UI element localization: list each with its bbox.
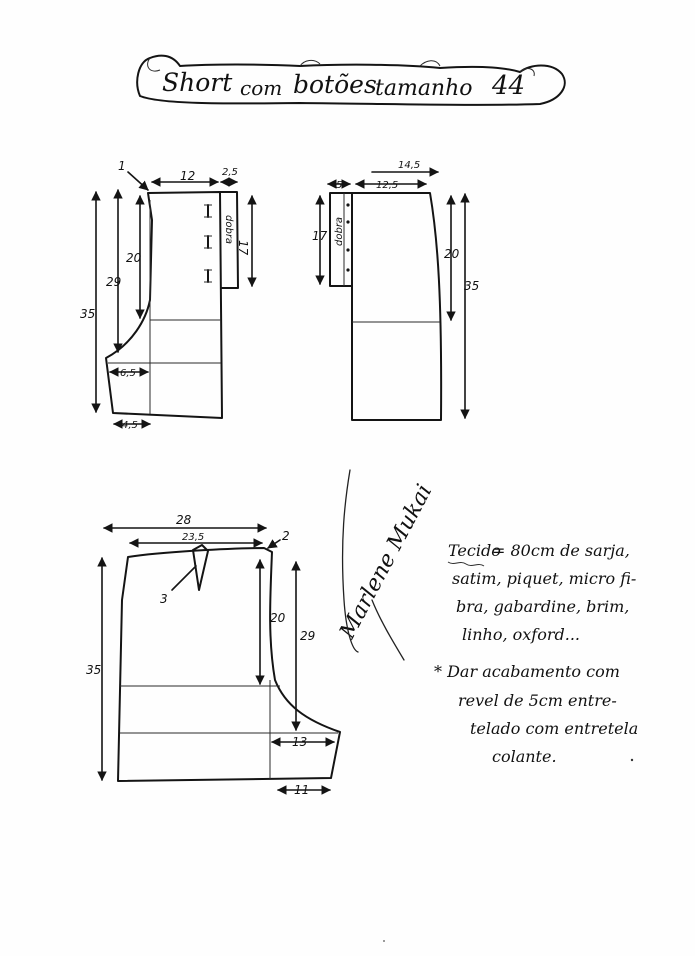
note-finish-line4: colante. <box>492 747 557 766</box>
scan-speck-1 <box>630 758 634 762</box>
front-buttonholes <box>204 204 212 283</box>
back-full-dim-rise: 29 <box>300 629 315 643</box>
title-banner-curl-right <box>519 68 535 77</box>
title-banner-notch-2 <box>419 60 441 67</box>
note-finish-line3: telado com entretela <box>470 719 638 738</box>
note-fabric-line2: satim, piquet, micro fi- <box>452 569 636 588</box>
title-word-tamanho: tamanho <box>375 76 473 101</box>
back-full-dim-hem: 11 <box>294 783 309 797</box>
front-fold-label: dobra <box>223 215 234 244</box>
front-dim-waist: 12 <box>180 169 195 183</box>
front-dim-crotch-width: 6,5 <box>120 368 136 379</box>
front-dim-hem: 4,5 <box>122 420 138 431</box>
back-full-dim-waist: 23,5 <box>182 532 204 543</box>
note-fabric-line3: bra, gabardine, brim, <box>456 597 629 616</box>
front-dim-fly-height: 17 <box>236 240 250 256</box>
back-full-piece: 28 23,5 2 3 20 29 35 13 11 <box>86 513 341 797</box>
back-full-dim-length: 35 <box>86 663 101 677</box>
front-piece-outline <box>105 191 223 419</box>
note-fabric-label: Tecido <box>448 541 501 560</box>
back-full-dim-hip-depth: 20 <box>270 611 286 625</box>
front-dim-waist-ext: 1 <box>118 159 126 173</box>
title-banner-curl-left <box>147 57 161 72</box>
signature-text: Marlene Mukai <box>335 480 438 643</box>
back-full-dart-pointer <box>171 565 197 591</box>
back-side-piece: dobra 14,5 5 12,5 17 20 35 <box>312 160 479 421</box>
back-side-dim-fly: 5 <box>336 180 342 191</box>
back-side-fold-label: dobra <box>334 217 345 246</box>
back-full-dim-dart: 3 <box>160 592 168 606</box>
back-side-dim-hip-depth: 20 <box>444 247 460 261</box>
note-fabric-line4: linho, oxford... <box>462 625 580 644</box>
title-word-com: com <box>240 76 282 100</box>
scan-speck-2 <box>383 940 385 942</box>
back-side-dim-inner-waist: 12,5 <box>376 180 398 191</box>
front-dim-length: 35 <box>80 307 95 321</box>
back-full-dim-waist-raise: 2 <box>282 529 290 543</box>
title-size: 44 <box>491 71 525 101</box>
note-fabric-line1: = 80cm de sarja, <box>492 541 630 560</box>
back-side-facing <box>329 192 353 287</box>
front-dim-crotch-depth: 20 <box>126 251 142 265</box>
title-word-short: Short <box>162 68 233 97</box>
signature: Marlene Mukai <box>335 469 438 661</box>
notes: Tecido = 80cm de sarja, satim, piquet, m… <box>434 541 638 766</box>
signature-underline <box>371 599 405 661</box>
back-full-dim-crotch-width: 13 <box>292 735 307 749</box>
back-side-dim-fly-height: 17 <box>312 229 328 243</box>
note-finish-line2: revel de 5cm entre- <box>458 691 617 710</box>
back-side-dim-waist: 14,5 <box>398 160 420 171</box>
front-dim-rise: 29 <box>106 275 121 289</box>
signature-flourish <box>341 469 359 653</box>
front-fly-extension <box>219 191 239 289</box>
back-full-outline <box>117 547 341 782</box>
front-dim-fly: 2,5 <box>222 167 238 178</box>
back-full-dim-waist-raise-line <box>267 539 281 549</box>
title-banner-notch-1 <box>299 59 321 67</box>
front-dim-waist-ext-line <box>127 171 149 191</box>
title-banner <box>136 54 566 106</box>
title-word-botoes: botões <box>293 70 377 99</box>
note-fabric-underline <box>447 561 485 567</box>
back-side-dim-length: 35 <box>464 279 479 293</box>
front-piece: 1 12 2,5 dobra 17 20 29 35 6,5 4,5 <box>80 159 257 431</box>
back-side-button-dots <box>346 203 350 272</box>
back-full-dim-hip: 28 <box>176 513 192 527</box>
title-group: Short com botões tamanho 44 <box>136 54 566 106</box>
back-side-outline <box>351 192 443 421</box>
note-finish-line1: * Dar acabamento com <box>434 662 620 681</box>
